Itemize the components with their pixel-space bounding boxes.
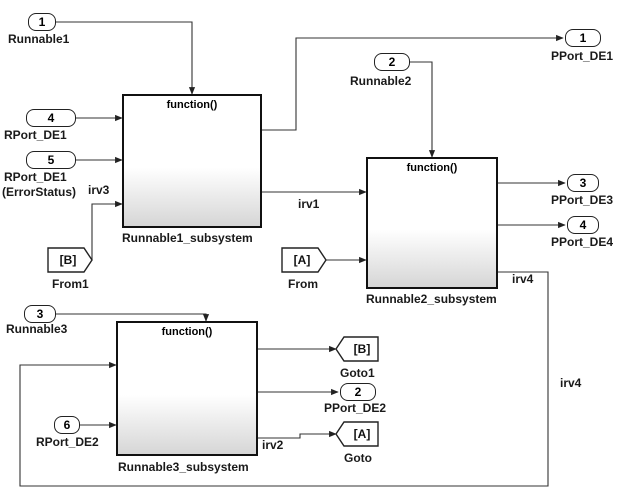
inport-rport-de1[interactable]: 4 bbox=[26, 109, 76, 127]
goto1-label: Goto1 bbox=[340, 366, 375, 380]
runnable2-subsystem-block[interactable]: function() bbox=[366, 157, 498, 289]
from-shape[interactable] bbox=[281, 247, 327, 273]
inport-runnable1[interactable]: 1 bbox=[28, 13, 56, 31]
signal-irv2-label: irv2 bbox=[262, 438, 284, 452]
inport-runnable2-label: Runnable2 bbox=[350, 74, 412, 88]
signal-irv4-label-side: irv4 bbox=[560, 376, 582, 390]
outport-pport-de2[interactable]: 2 bbox=[340, 383, 376, 401]
goto-tag: [A] bbox=[354, 427, 371, 441]
line-runnable2-trigger[interactable] bbox=[410, 61, 436, 158]
runnable3-subsystem-label: Runnable3_subsystem bbox=[118, 460, 249, 474]
signal-irv4-label-top: irv4 bbox=[512, 272, 534, 286]
runnable3-subsystem-block[interactable]: function() bbox=[116, 321, 258, 456]
inport-errorstatus-label: (ErrorStatus) bbox=[2, 185, 77, 199]
runnable1-subsystem-label: Runnable1_subsystem bbox=[122, 231, 253, 245]
inport-rport-de2[interactable]: 6 bbox=[54, 416, 80, 434]
from1-tag: [B] bbox=[60, 253, 77, 267]
from-label: From bbox=[288, 277, 318, 291]
inport-runnable3[interactable]: 3 bbox=[24, 305, 56, 323]
goto-shape[interactable] bbox=[335, 421, 379, 447]
runnable3-function-trigger-label: function() bbox=[161, 326, 213, 338]
from-tag: [A] bbox=[294, 253, 311, 267]
outport-pport-de3-label: PPort_DE3 bbox=[551, 193, 614, 207]
signal-irv3-label: irv3 bbox=[88, 183, 110, 197]
from1-shape[interactable] bbox=[47, 247, 93, 273]
line-irv2-to-goto[interactable] bbox=[258, 430, 337, 439]
inport-rport-de1-errorstatus-label: RPort_DE1 bbox=[4, 170, 67, 184]
outport-pport-de3[interactable]: 3 bbox=[567, 174, 599, 192]
runnable1-function-trigger-label: function() bbox=[166, 99, 218, 111]
outport-pport-de4[interactable]: 4 bbox=[567, 216, 599, 234]
line-runnable1-trigger[interactable] bbox=[56, 21, 196, 95]
outport-pport-de1-label: PPort_DE1 bbox=[551, 49, 614, 63]
from1-label: From1 bbox=[52, 277, 89, 291]
runnable2-function-trigger-label: function() bbox=[406, 162, 458, 174]
line-from1-irv3[interactable] bbox=[91, 200, 123, 260]
inport-runnable2[interactable]: 2 bbox=[374, 53, 410, 71]
goto-label: Goto bbox=[344, 451, 372, 465]
line-to-pport-de1[interactable] bbox=[262, 34, 564, 131]
inport-rport-de1-errorstatus[interactable]: 5 bbox=[26, 151, 76, 169]
runnable2-subsystem-label: Runnable2_subsystem bbox=[366, 292, 497, 306]
signal-irv1-label: irv1 bbox=[298, 197, 320, 211]
inport-rport-de1-label: RPort_DE1 bbox=[4, 128, 67, 142]
line-irv4-feedback[interactable] bbox=[19, 271, 549, 487]
goto1-shape[interactable] bbox=[335, 336, 379, 362]
outport-pport-de2-label: PPort_DE2 bbox=[324, 401, 387, 415]
inport-rport-de2-label: RPort_DE2 bbox=[36, 435, 99, 449]
inport-runnable3-label: Runnable3 bbox=[6, 322, 68, 336]
inport-runnable1-label: Runnable1 bbox=[8, 32, 70, 46]
outport-pport-de4-label: PPort_DE4 bbox=[551, 235, 614, 249]
goto1-tag: [B] bbox=[354, 342, 371, 356]
line-runnable3-trigger[interactable] bbox=[56, 313, 210, 322]
runnable1-subsystem-block[interactable]: function() bbox=[122, 94, 262, 228]
outport-pport-de1[interactable]: 1 bbox=[565, 29, 601, 47]
